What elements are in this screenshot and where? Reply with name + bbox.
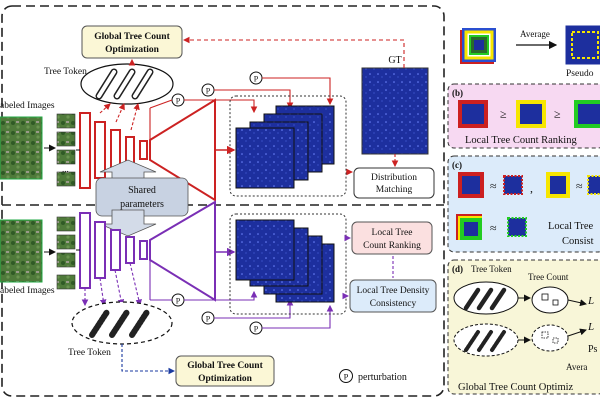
svg-text:Optimization: Optimization — [198, 374, 253, 384]
svg-text:Local Tree: Local Tree — [548, 221, 594, 232]
tree-token-top-bars-inner — [97, 70, 152, 98]
labeled-images-label: abeled Images — [0, 101, 55, 111]
svg-text:≥: ≥ — [500, 107, 507, 121]
svg-text:Global Tree Count: Global Tree Count — [187, 361, 263, 371]
svg-text:(d): (d) — [452, 264, 463, 274]
perturb-bottom: P P P — [171, 293, 263, 335]
panel-pseudo: Average Pseudo — [460, 25, 600, 79]
svg-text:Ps: Ps — [588, 344, 598, 355]
svg-text:parameters: parameters — [120, 199, 164, 210]
unlabeled-images-label: abeled Images — [0, 286, 55, 296]
unlabeled-image — [0, 219, 43, 283]
top-perturb-paths — [149, 77, 334, 140]
bottom-global-opt-box: Global Tree Count Optimization — [175, 355, 275, 387]
svg-text:P: P — [254, 75, 259, 84]
top-opt-line1: Global Tree Count — [94, 32, 170, 42]
labeled-ellipsis: ... — [62, 164, 69, 174]
top-density-frame — [229, 95, 347, 197]
svg-text:P: P — [206, 315, 211, 324]
svg-text:≥: ≥ — [554, 107, 561, 121]
top-density-maps — [235, 105, 335, 189]
labeled-image — [0, 116, 43, 180]
svg-text:Consistency: Consistency — [370, 299, 417, 309]
svg-text:Local Tree Count Ranking: Local Tree Count Ranking — [465, 135, 577, 146]
svg-text:Avera: Avera — [566, 362, 587, 372]
svg-text:Tree Count: Tree Count — [528, 272, 569, 282]
gt-density-map — [361, 67, 429, 155]
unlabeled-patches — [56, 216, 76, 290]
svg-text:Distribution: Distribution — [371, 173, 417, 183]
panel-b: (b) ≥ ≥ Local Tree Count Ranking — [447, 83, 600, 149]
distribution-matching-box: Distribution Matching — [353, 167, 435, 199]
svg-text:≈: ≈ — [490, 179, 497, 193]
bottom-density-maps — [235, 219, 335, 303]
svg-text:L: L — [587, 295, 594, 307]
svg-text:Average: Average — [520, 29, 550, 39]
labeled-patches — [56, 113, 76, 187]
svg-text:Global Tree Count Optimiz: Global Tree Count Optimiz — [458, 382, 574, 393]
gt-to-opt-line — [182, 36, 405, 68]
svg-text:P: P — [206, 87, 211, 96]
svg-text:L: L — [587, 321, 594, 333]
top-encoder — [79, 112, 148, 189]
bottom-density-frame — [229, 213, 347, 315]
svg-text:(c): (c) — [452, 160, 462, 170]
bottom-token-arrows — [81, 262, 142, 307]
tree-token-bottom-label: Tree Token — [68, 348, 111, 358]
svg-text:(b): (b) — [452, 88, 463, 98]
svg-text:P: P — [344, 372, 349, 382]
shared-parameters: Shared parameters — [95, 159, 189, 237]
gt-label: GT — [388, 55, 401, 66]
svg-text:P: P — [254, 325, 259, 334]
svg-text:Pseudo: Pseudo — [566, 69, 594, 79]
svg-text:Count Ranking: Count Ranking — [363, 241, 421, 251]
top-opt-line2: Optimization — [105, 45, 160, 55]
perturb-top: P P P — [171, 71, 263, 107]
main-panel-border — [1, 5, 445, 397]
bottom-encoder — [79, 212, 148, 289]
svg-text:Shared: Shared — [128, 185, 156, 196]
tree-token-bottom-bars — [89, 309, 150, 338]
bottom-decoder — [149, 200, 216, 302]
panel-c: (c) ≈ , ≈ ≈ Local Tree Consist — [447, 155, 600, 253]
svg-text:Tree Token: Tree Token — [471, 264, 512, 274]
perturbation-legend-label: perturbation — [358, 372, 407, 383]
svg-text:≈: ≈ — [490, 221, 497, 235]
svg-text:Local Tree Density: Local Tree Density — [357, 286, 430, 296]
top-token-arrows — [99, 102, 140, 131]
tree-token-top-label: Tree Token — [44, 67, 87, 77]
perturb-legend-icon — [339, 369, 353, 383]
bottom-perturb-paths — [149, 260, 334, 329]
svg-text:Matching: Matching — [376, 185, 413, 195]
svg-text:≈: ≈ — [576, 179, 583, 193]
local-tree-density-consistency-box: Local Tree Density Consistency — [349, 279, 437, 313]
top-decoder — [149, 98, 216, 202]
top-global-opt-box: Global Tree Count Optimization — [81, 25, 183, 59]
svg-text:Local Tree: Local Tree — [372, 228, 413, 238]
svg-text:P: P — [176, 97, 181, 106]
svg-text:,: , — [530, 181, 533, 195]
svg-text:Consist: Consist — [562, 236, 594, 247]
panel-d: (d) Tree Token Tree Count L L Ps Avera G… — [447, 259, 600, 395]
local-tree-count-ranking-box: Local Tree Count Ranking — [351, 221, 433, 255]
svg-text:P: P — [176, 297, 181, 306]
